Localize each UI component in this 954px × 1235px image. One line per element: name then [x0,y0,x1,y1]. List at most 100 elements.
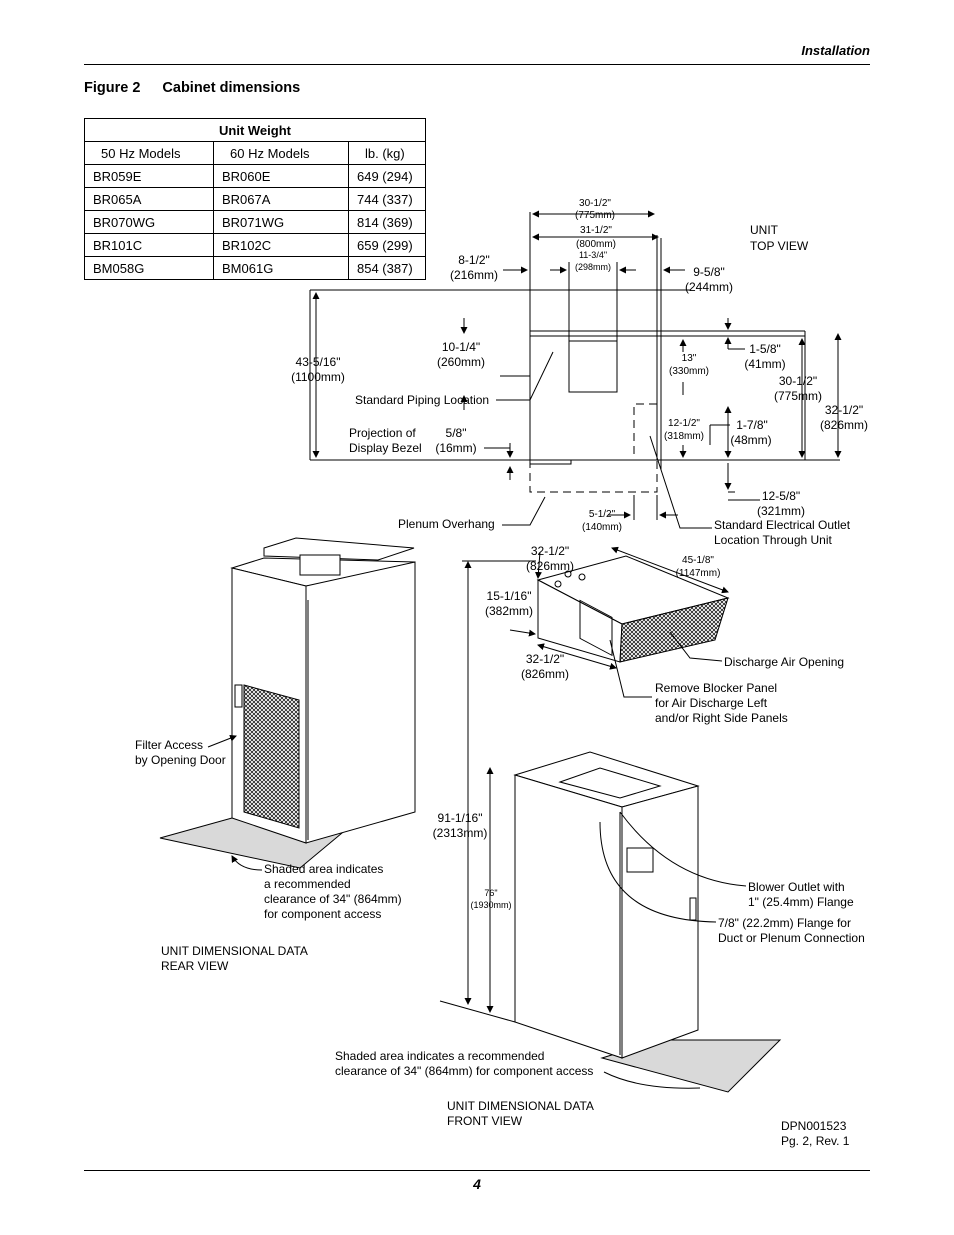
rear-view-title: UNIT DIMENSIONAL DATA [161,944,308,958]
front-door-handle [689,897,697,921]
table-cell: BM061G [213,256,349,280]
rear-filter-grille [243,684,300,829]
dim-label: (41mm) [744,357,785,371]
figure-number: Figure 2 [84,80,141,96]
piping-leader [496,351,554,401]
dim-label: (318mm) [664,431,704,442]
dim-label: 8-1/2" [458,253,490,267]
dim-label: 5/8" [446,426,467,440]
dim-label: (775mm) [774,389,822,403]
blocker-leader [609,639,652,698]
footer-rule [84,1170,870,1171]
dim-label: (826mm) [820,418,868,432]
dim-label: (16mm) [435,441,476,455]
dim-label: (382mm) [485,604,533,618]
front-view-title: FRONT VIEW [447,1114,523,1128]
blower-outlet-label: Blower Outlet with [748,880,845,894]
dim-label: 10-1/4" [442,340,480,354]
front-panel-left [514,774,623,1059]
plenum-hole [554,580,562,588]
front-view-labels: 91-1/16" (2313mm) 76" (1930mm) Blower Ou… [335,811,865,1148]
column-header: 50 Hz Models [84,141,214,165]
rear-door-handle [234,684,243,708]
blocker-panel-label: Remove Blocker Panel [655,681,777,695]
dim-label: (800mm) [576,239,616,250]
rear-clearance-label: clearance of 34" (864mm) [264,892,402,906]
dim-line-45-1-8 [611,546,729,594]
plenum-overhang-label: Plenum Overhang [398,517,495,531]
dim-label: 9-5/8" [693,265,725,279]
electrical-outlet-label: Location Through Unit [714,533,833,547]
header-rule [84,64,870,65]
column-header: lb. (kg) [348,141,426,165]
dim-label: (1147mm) [676,568,721,579]
rear-clearance-leader [231,855,263,871]
dim-label: (244mm) [685,280,733,294]
dim-label: 1-5/8" [749,342,781,356]
dim-label: (330mm) [669,366,709,377]
plenum-hole [564,570,572,578]
dim-label: (260mm) [437,355,485,369]
dim-line-15-1-16 [509,629,536,637]
front-view [439,560,782,1093]
dim-label: (826mm) [526,559,574,573]
plenum-view-labels: 32-1/2" (826mm) 45-1/8" (1147mm) 15-1/16… [485,544,844,725]
rear-view [159,537,416,871]
section-header: Installation [801,43,870,58]
front-display [626,847,654,873]
filter-leader [207,734,237,748]
document-reference: DPN001523 [781,1119,847,1133]
flange-leader [599,821,717,923]
rear-clearance-label: a recommended [264,877,351,891]
table-row: BM058G BM061G 854 (387) [84,256,426,280]
plenum-leader [502,496,546,526]
dim-label: (1930mm) [470,900,511,910]
dim-label: 91-1/16" [438,811,483,825]
front-panel-right [621,785,699,1059]
table-cell: 649 (294) [348,164,426,188]
blower-leader [619,811,747,887]
rear-clearance-label: for component access [264,907,381,921]
dim-label: (48mm) [730,433,771,447]
dim-label: 31-1/2" [580,225,612,236]
top-view-labels: UNIT TOP VIEW 30-1/2" (775mm) 31-1/2" (8… [291,198,868,547]
dim-label: (216mm) [450,268,498,282]
dim-label: (140mm) [582,522,622,533]
dim-label: 5-1/2" [589,509,616,520]
top-view-title: TOP VIEW [750,239,809,253]
discharge-air-label: Discharge Air Opening [724,655,844,669]
discharge-leader [669,631,723,662]
flange-label: 7/8" (22.2mm) Flange for [718,916,851,930]
blocker-panel-label: and/or Right Side Panels [655,711,788,725]
table-cell: BR060E [213,164,349,188]
dim-label: 43-5/16" [296,355,341,369]
front-clearance-label: clearance of 34" (864mm) for component a… [335,1064,593,1078]
document-reference: Pg. 2, Rev. 1 [781,1134,850,1148]
figure-caption: Figure 2 Cabinet dimensions [84,80,300,96]
dim-label: (826mm) [521,667,569,681]
plenum-view [509,546,730,698]
plenum-hole [578,573,586,581]
plenum-overhang-outline [529,403,658,493]
unit-weight-table: Unit Weight 50 Hz Models 60 Hz Models lb… [84,118,426,280]
blocker-panel-label: for Air Discharge Left [655,696,768,710]
blower-outlet-label: 1" (25.4mm) Flange [748,895,854,909]
dim-label: 32-1/2" [825,403,863,417]
table-cell: BM058G [84,256,214,280]
dim-label: 1-7/8" [736,418,768,432]
dim-label: (321mm) [757,504,805,518]
display-bezel [529,459,572,465]
dim-label: (2313mm) [433,826,488,840]
rear-view-labels: Filter Access by Opening Door Shaded are… [135,738,402,973]
table-row: BR070WG BR071WG 814 (369) [84,210,426,234]
rear-clearance-label: Shaded area indicates [264,862,383,876]
dim-label: (775mm) [575,210,615,221]
electrical-leader [649,435,712,529]
unit-outline [529,289,658,461]
dim-label: 11-3/4" [579,250,607,260]
table-cell: BR102C [213,233,349,257]
figure-title: Cabinet dimensions [162,80,301,96]
front-clearance-leader [603,1071,701,1089]
rear-panel-right [305,561,416,844]
